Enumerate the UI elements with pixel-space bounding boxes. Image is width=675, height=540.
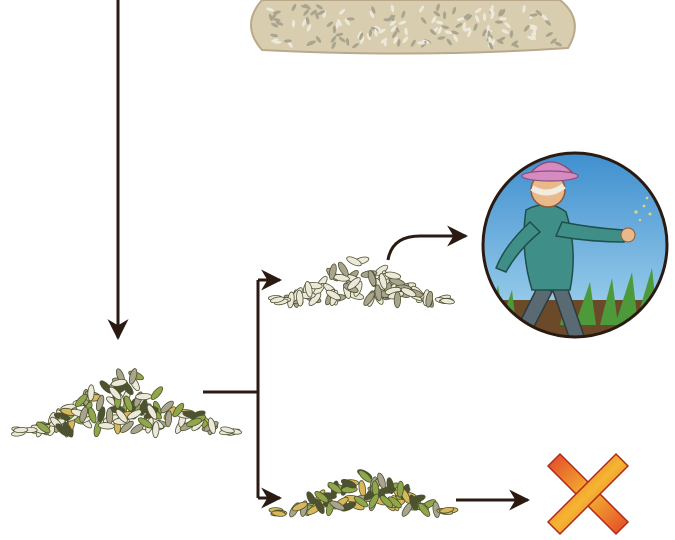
seed-tray [251,0,575,54]
seed-grain [358,480,367,497]
mixed-seed-pile [11,368,242,439]
tray-grain [383,18,391,21]
branch-connector [203,280,280,498]
cross-icon [548,454,628,534]
good-seed-pile [268,255,454,309]
seed-grain [106,408,112,424]
tray-grain [333,25,336,33]
seed-grain [394,292,401,308]
tray-grain [443,11,446,19]
farmer-sowing-illustration [480,153,675,360]
tray-grain [495,21,503,24]
seed-grain [345,255,362,268]
seed-grain [14,427,28,433]
seed-grain [149,385,164,401]
arrow-good-to-farmer [388,236,466,260]
bad-seed-pile [269,468,458,519]
seed-grain [135,393,151,400]
